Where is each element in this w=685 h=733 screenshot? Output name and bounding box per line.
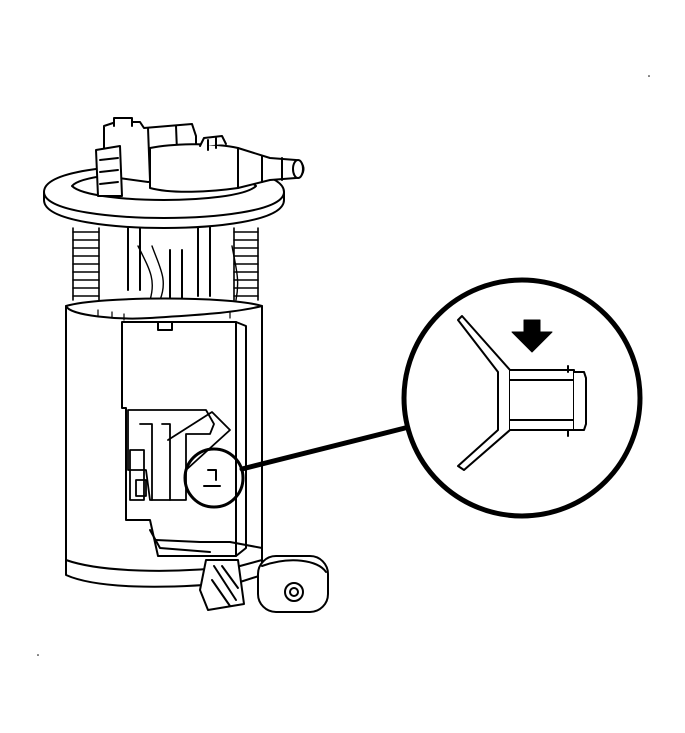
float-arm — [199, 559, 245, 611]
stray-dot — [37, 654, 39, 656]
small-detail-circle — [183, 447, 245, 509]
lower-harness-2 — [149, 529, 211, 553]
down-arrow-icon — [511, 319, 553, 353]
tab-marker-small — [203, 469, 221, 487]
reservoir-ridges — [97, 309, 231, 321]
guide-rods — [127, 225, 211, 297]
flange-top-edge — [43, 191, 285, 219]
fuel-outlet-pipe — [149, 135, 305, 193]
stray-dot — [648, 75, 650, 77]
detail-callout — [183, 277, 643, 519]
bracket-side-rail — [235, 321, 247, 557]
left-spring — [72, 227, 100, 301]
fuel-pump-module — [43, 117, 329, 613]
callout-leader-line — [239, 425, 408, 472]
lower-harness — [155, 539, 263, 561]
reservoir-rim — [65, 305, 263, 320]
float — [257, 555, 329, 613]
right-spring — [233, 227, 259, 301]
retaining-tab-detail — [457, 315, 587, 471]
bracket-tab — [157, 321, 173, 331]
